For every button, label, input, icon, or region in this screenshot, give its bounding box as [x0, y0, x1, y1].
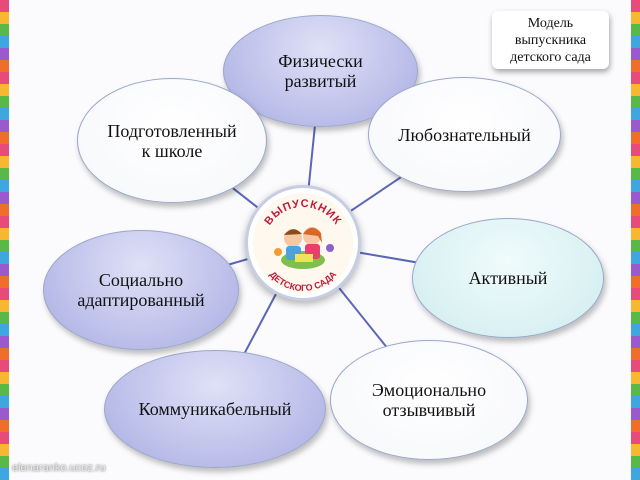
node-active: Активный	[412, 218, 604, 338]
watermark-text: elenaranko.ucoz.ru	[12, 462, 106, 474]
node-label: Физически развитый	[278, 51, 363, 91]
node-label: Активный	[468, 268, 548, 288]
node-label: Любознательный	[398, 124, 531, 145]
node-socially-adapted: Социально адаптированный	[43, 230, 239, 350]
node-label: Эмоционально отзывчивый	[371, 380, 487, 420]
node-label: Социально адаптированный	[77, 270, 205, 310]
center-emblem: ВЫПУСКНИК ДЕТСКОГО САДА	[245, 185, 361, 301]
children-illustration	[274, 227, 334, 269]
diagram-caption: Модель выпускника детского сада	[492, 11, 609, 69]
caption-text: Модель выпускника детского сада	[510, 15, 591, 65]
center-emblem-art: ВЫПУСКНИК ДЕТСКОГО САДА	[253, 193, 353, 293]
left-decorative-stripe	[0, 0, 9, 480]
node-curious: Любознательный	[368, 77, 561, 192]
node-label: Подготовленный к школе	[107, 120, 237, 161]
node-emotionally-responsive: Эмоционально отзывчивый	[330, 340, 528, 460]
right-decorative-stripe	[631, 0, 640, 480]
node-school-ready: Подготовленный к школе	[77, 78, 267, 203]
node-label: Коммуникабельный	[138, 399, 292, 419]
node-communicative: Коммуникабельный	[104, 350, 326, 468]
